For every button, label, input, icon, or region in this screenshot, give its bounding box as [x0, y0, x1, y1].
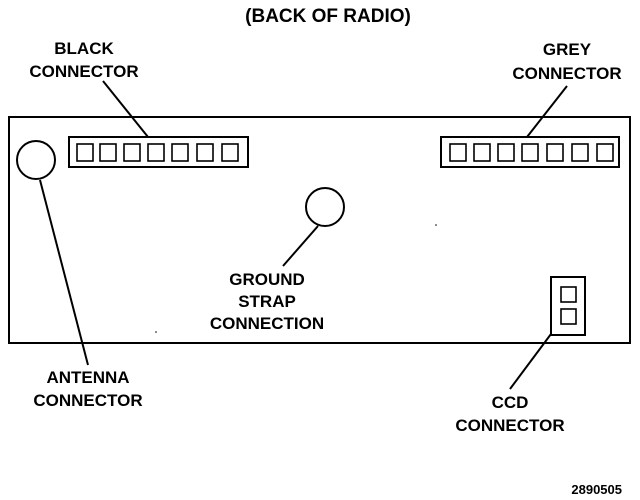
svg-text:GROUND: GROUND [229, 270, 305, 289]
antenna-connector-label: ANTENNA CONNECTOR [33, 368, 142, 410]
diagram-title: (BACK OF RADIO) [245, 6, 411, 27]
svg-text:CONNECTOR: CONNECTOR [33, 391, 142, 410]
grey-connector-leader [526, 85, 568, 138]
grey-connector-pins [449, 143, 614, 162]
svg-text:ANTENNA: ANTENNA [46, 368, 129, 387]
svg-text:CCD: CCD [492, 393, 529, 412]
grey-connector-label: GREY CONNECTOR [512, 40, 621, 83]
svg-text:STRAP: STRAP [238, 292, 296, 311]
black-connector [68, 136, 249, 168]
svg-text:BLACK: BLACK [54, 39, 114, 58]
ground-strap-connection [305, 187, 345, 227]
svg-text:CONNECTOR: CONNECTOR [29, 62, 138, 81]
svg-text:CONNECTOR: CONNECTOR [512, 64, 621, 83]
figure-number: 2890505 [571, 482, 622, 497]
black-connector-label: BLACK CONNECTOR [29, 39, 138, 81]
radio-back-panel [8, 116, 631, 344]
svg-text:CONNECTION: CONNECTION [210, 314, 324, 333]
ground-strap-label: GROUND STRAP CONNECTION [210, 270, 324, 333]
black-connector-leader [102, 80, 149, 138]
ccd-connector-label: CCD CONNECTOR [455, 393, 564, 435]
svg-text:CONNECTOR: CONNECTOR [455, 416, 564, 435]
grey-connector [440, 136, 620, 168]
black-connector-pins [76, 143, 239, 162]
scan-dot [155, 331, 157, 333]
antenna-connector-leader [39, 179, 89, 366]
scan-dot [435, 224, 437, 226]
ground-strap-leader [282, 225, 319, 267]
ccd-connector-leader [509, 333, 552, 390]
ccd-connector [550, 276, 586, 336]
svg-text:GREY: GREY [543, 40, 592, 59]
antenna-connector [16, 140, 56, 180]
